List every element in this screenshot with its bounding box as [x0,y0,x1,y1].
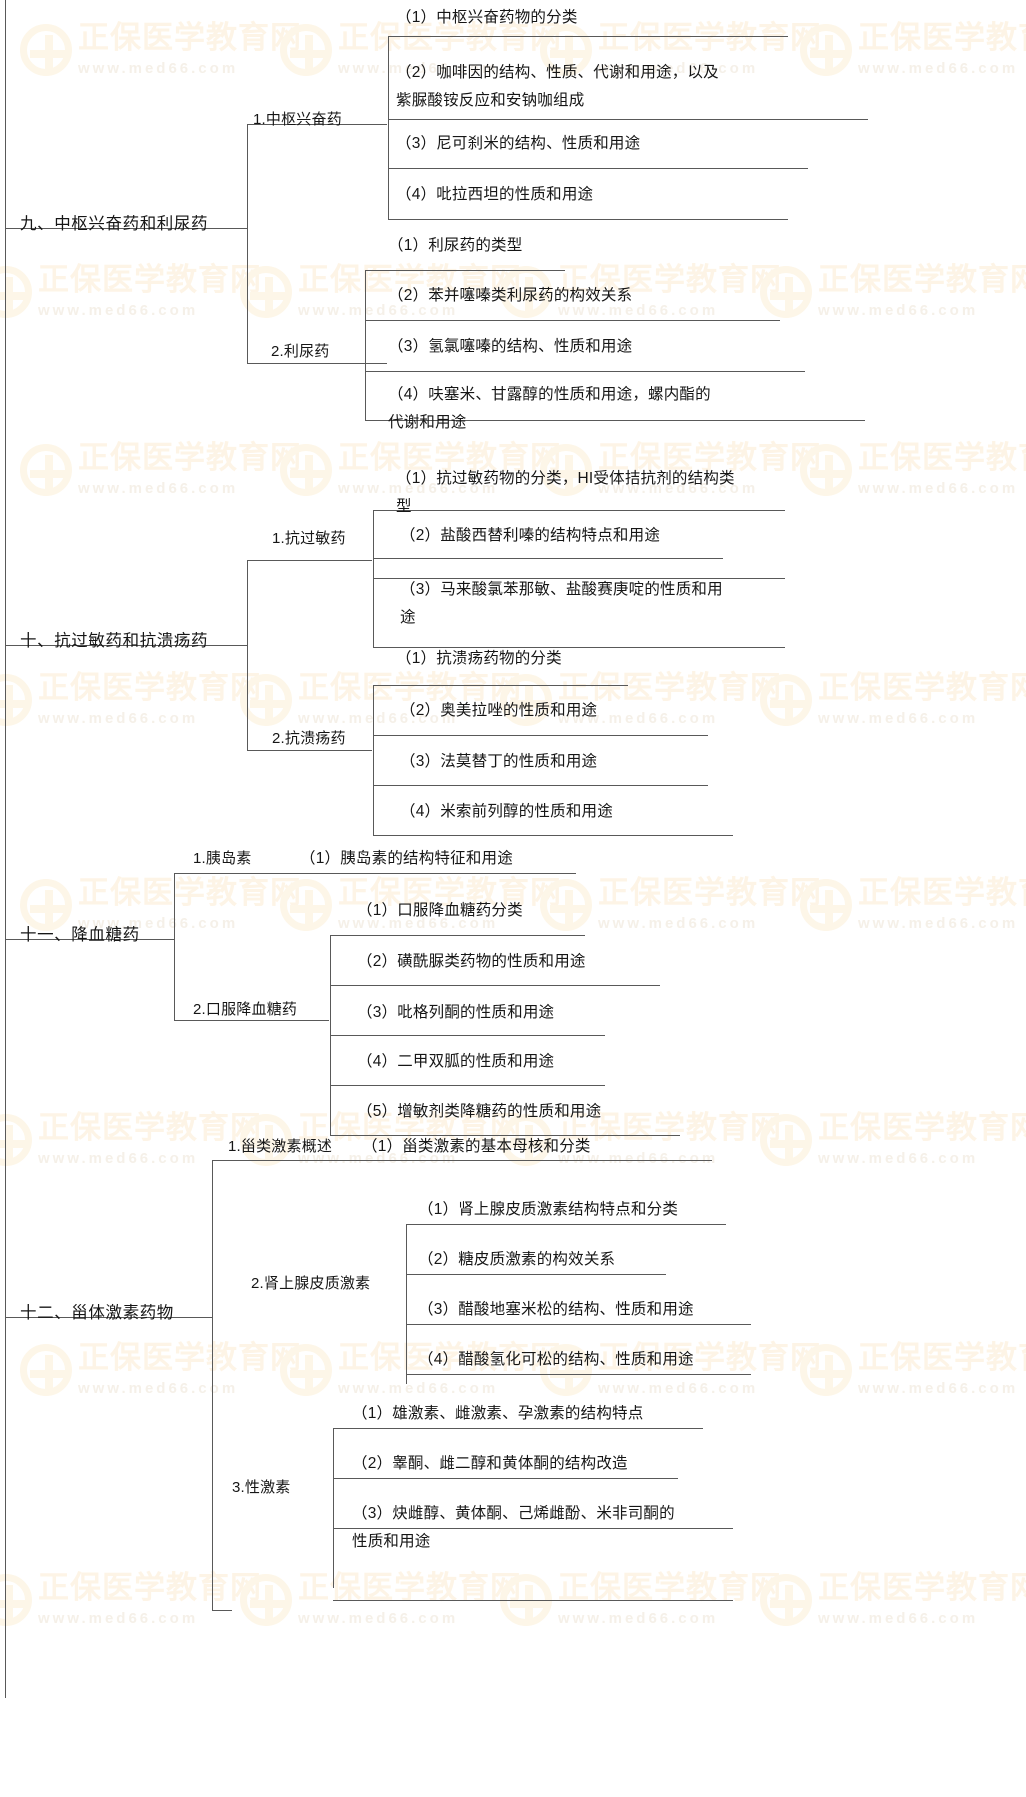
leaf-10-2-2[interactable]: （2）奥美拉唑的性质和用途 [400,702,598,719]
subbranch-label-10-2[interactable]: 2.抗溃疡药 [272,730,346,747]
leaf-10-1-3[interactable]: （3）马来酸氯苯那敏、盐酸赛庚啶的性质和用 途 [400,581,723,626]
leaf-11-2-5[interactable]: （5）增敏剂类降糖药的性质和用途 [357,1103,602,1120]
leaf-11-2-3[interactable]: （3）吡格列酮的性质和用途 [357,1004,555,1021]
leaf-10-1-1[interactable]: （1）抗过敏药物的分类，HI受体拮抗剂的结构类 型 [396,470,735,515]
leaf-9-1-1[interactable]: （1）中枢兴奋药物的分类 [396,9,578,26]
subbranch-label-12-2[interactable]: 2.肾上腺皮质激素 [251,1275,371,1292]
branch-label-11[interactable]: 十一、降血糖药 [20,926,140,944]
leaf-9-2-2[interactable]: （2）苯并噻嗪类利尿药的构效关系 [388,287,633,304]
subbranch-label-11-1[interactable]: 1.胰岛素 [193,850,252,867]
leaf-9-2-4[interactable]: （4）呋塞米、甘露醇的性质和用途，螺内酯的 代谢和用途 [388,386,711,431]
leaf-10-2-4[interactable]: （4）米索前列醇的性质和用途 [400,803,613,820]
subbranch-label-9-2[interactable]: 2.利尿药 [271,343,330,360]
subbranch-label-12-3[interactable]: 3.性激素 [232,1479,291,1496]
leaf-11-1-1[interactable]: （1）胰岛素的结构特征和用途 [300,850,513,867]
leaf-12-2-1[interactable]: （1）肾上腺皮质激素结构特点和分类 [418,1201,679,1218]
leaf-9-1-4[interactable]: （4）吡拉西坦的性质和用途 [396,186,594,203]
subbranch-label-9-1[interactable]: 1.中枢兴奋药 [253,111,342,128]
leaf-12-3-2[interactable]: （2）睾酮、雌二醇和黄体酮的结构改造 [352,1455,628,1472]
branch-label-9[interactable]: 九、中枢兴奋药和利尿药 [20,215,209,233]
leaf-9-2-1[interactable]: （1）利尿药的类型 [388,237,523,254]
leaf-11-2-1[interactable]: （1）口服降血糖药分类 [357,902,523,919]
branch-label-10[interactable]: 十、抗过敏药和抗溃疡药 [20,632,209,650]
subbranch-label-12-1[interactable]: 1.甾类激素概述 [228,1138,333,1155]
leaf-9-1-3[interactable]: （3）尼可刹米的结构、性质和用途 [396,135,641,152]
leaf-11-2-4[interactable]: （4）二甲双胍的性质和用途 [357,1053,555,1070]
leaf-9-1-2[interactable]: （2）咖啡因的结构、性质、代谢和用途，以及 紫脲酸铵反应和安钠咖组成 [396,64,719,109]
leaf-10-1-2[interactable]: （2）盐酸西替利嗪的结构特点和用途 [400,527,661,544]
leaf-10-2-1[interactable]: （1）抗溃疡药物的分类 [396,650,562,667]
leaf-12-2-4[interactable]: （4）醋酸氢化可松的结构、性质和用途 [418,1351,694,1368]
subbranch-label-10-1[interactable]: 1.抗过敏药 [272,530,346,547]
subbranch-label-11-2[interactable]: 2.口服降血糖药 [193,1001,298,1018]
leaf-12-2-2[interactable]: （2）糖皮质激素的构效关系 [418,1251,616,1268]
leaf-11-2-2[interactable]: （2）磺酰脲类药物的性质和用途 [357,953,586,970]
leaf-12-2-3[interactable]: （3）醋酸地塞米松的结构、性质和用途 [418,1301,694,1318]
branch-label-12[interactable]: 十二、甾体激素药物 [20,1304,174,1322]
leaf-12-3-1[interactable]: （1）雄激素、雌激素、孕激素的结构特点 [352,1405,644,1422]
leaf-12-3-3[interactable]: （3）炔雌醇、黄体酮、己烯雌酚、米非司酮的 性质和用途 [352,1505,675,1550]
leaf-10-2-3[interactable]: （3）法莫替丁的性质和用途 [400,753,598,770]
leaf-9-2-3[interactable]: （3）氢氯噻嗪的结构、性质和用途 [388,338,633,355]
leaf-12-1-1[interactable]: （1）甾类激素的基本母核和分类 [362,1138,591,1155]
